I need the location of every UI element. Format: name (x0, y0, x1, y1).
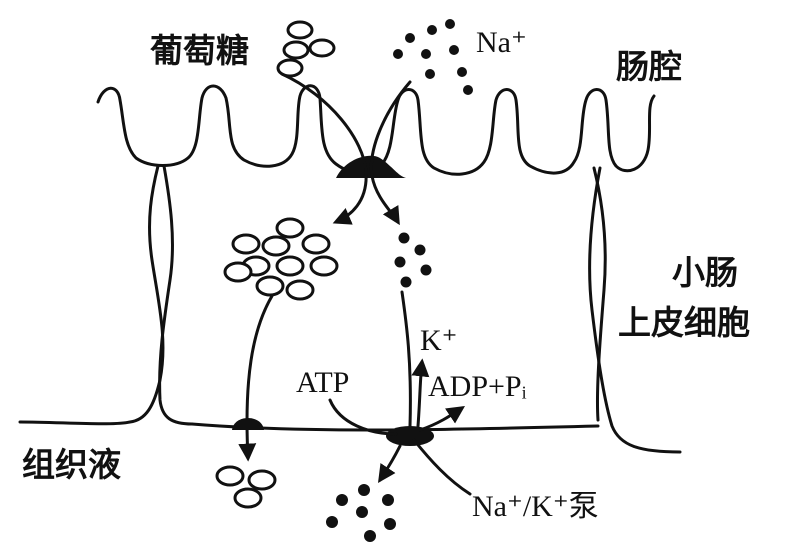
left-cell-border-inner (160, 166, 192, 424)
glucose-molecules-tissue (217, 467, 275, 507)
left-cell-border (20, 166, 163, 424)
cell-label-line2: 上皮细胞 (618, 306, 750, 339)
glucose-label: 葡萄糖 (150, 34, 249, 67)
sodium-label: Na⁺ (476, 28, 527, 58)
sodium-to-pump-line (402, 292, 410, 426)
basolateral-glucose-carrier (232, 418, 264, 430)
tissue-fluid-label: 组织液 (22, 448, 121, 481)
cell-label-line1: 小肠 (672, 256, 738, 289)
glucose-exit-arrow (247, 296, 272, 458)
adp-arrow (420, 408, 462, 430)
potassium-label: K⁺ (420, 326, 458, 356)
adp-label: ADP+Pᵢ (428, 372, 527, 402)
sodium-ions-cell (395, 233, 432, 288)
pump-label: Na⁺/K⁺泵 (472, 492, 599, 522)
atp-label: ATP (296, 368, 349, 398)
lumen-label: 肠腔 (616, 50, 682, 83)
potassium-in-arrow (418, 362, 422, 426)
pump-label-pointer (414, 440, 470, 494)
sodium-ions-lumen (393, 19, 473, 95)
glucose-molecules-lumen (278, 22, 334, 76)
sodium-out-arrow (380, 446, 400, 480)
sodium-ions-tissue (326, 484, 396, 542)
glucose-molecules-cell (225, 219, 337, 299)
sodium-uptake-arrow (371, 82, 410, 222)
